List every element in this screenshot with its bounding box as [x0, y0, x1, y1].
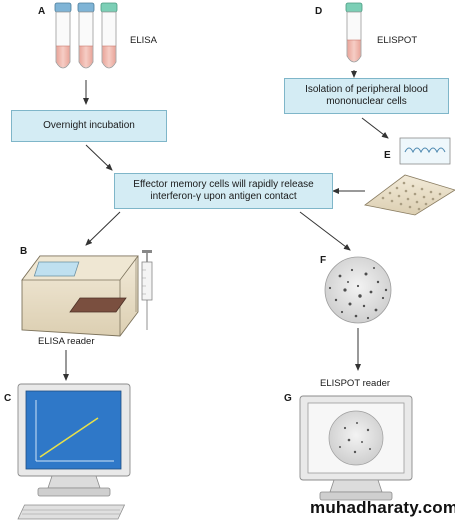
monitor-elispot — [299, 395, 413, 501]
label-elispot: ELISPOT — [377, 35, 418, 46]
box-effector-line2: interferon-γ upon antigen contact — [150, 191, 297, 202]
label-a: A — [38, 6, 46, 17]
flow-arrows — [63, 70, 389, 381]
well-magnified-view — [399, 137, 451, 165]
dish-spots — [328, 267, 388, 320]
tube-blue-1 — [54, 2, 72, 69]
watermark: muhadharaty.com — [310, 498, 455, 517]
keyboard — [17, 504, 126, 520]
box-overnight-incubation-text: Overnight incubation — [43, 120, 135, 131]
label-e: E — [384, 150, 391, 161]
label-g: G — [284, 393, 292, 404]
elisa-tubes — [54, 2, 118, 69]
syringe — [141, 250, 153, 330]
elisa-reader-device — [21, 255, 139, 337]
label-d: D — [315, 6, 323, 17]
arrow-isolation-to-plate — [361, 117, 389, 139]
box-isolation-line2: mononuclear cells — [326, 96, 407, 107]
box-overnight-incubation: Overnight incubation — [11, 110, 167, 142]
arrow-incubation-to-effector — [85, 144, 113, 171]
label-b: B — [20, 246, 28, 257]
tube-green — [100, 2, 118, 69]
box-effector-line1: Effector memory cells will rapidly relea… — [133, 179, 314, 190]
screen-dish-image — [328, 410, 384, 466]
elispot-tube — [345, 2, 363, 63]
arrow-effector-to-elisa-reader — [85, 211, 121, 246]
label-f: F — [320, 255, 327, 266]
label-elispot-reader: ELISPOT reader — [320, 378, 391, 389]
box-isolation-line1: Isolation of peripheral blood — [305, 84, 428, 95]
standard-curve-line — [39, 417, 99, 458]
elispot-plate — [364, 137, 455, 216]
label-elisa: ELISA — [130, 35, 157, 46]
box-effector-memory-cells: Effector memory cells will rapidly relea… — [114, 173, 333, 209]
label-elisa-reader: ELISA reader — [38, 336, 95, 347]
box-isolation-pbmc: Isolation of peripheral blood mononuclea… — [284, 78, 449, 114]
arrow-effector-to-dish — [299, 211, 351, 251]
well-plate — [364, 174, 455, 216]
elispot-dish — [324, 256, 392, 324]
label-c: C — [4, 393, 12, 404]
plate-wells — [381, 181, 442, 211]
monitor-elisa — [17, 383, 131, 520]
tube-blue-2 — [77, 2, 95, 69]
